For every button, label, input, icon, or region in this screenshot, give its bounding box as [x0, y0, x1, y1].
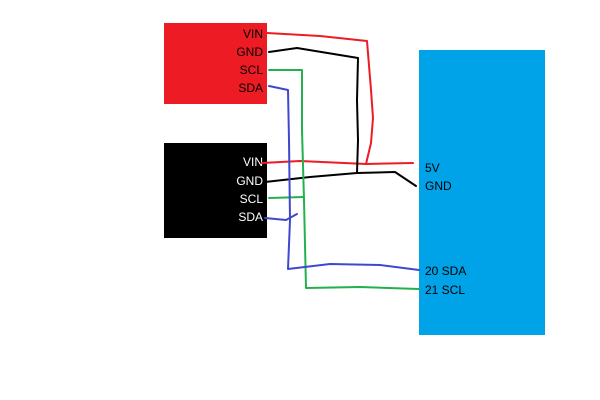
- wire-vin-bottom: [261, 160, 367, 165]
- wire-sda-top: [268, 85, 420, 271]
- sensor-bottom-gnd-label: GND: [236, 174, 263, 188]
- board-scl-label: 21 SCL: [425, 283, 466, 297]
- wire-scl-bottom: [268, 196, 305, 199]
- wire-scl-top: [268, 69, 420, 290]
- board-gnd-label: GND: [425, 179, 452, 193]
- sensor-bottom-sda-label: SDA: [238, 210, 263, 224]
- sensor-top-sda-label: SDA: [238, 81, 263, 95]
- wire-gnd-top: [268, 47, 359, 174]
- sensor-bottom-vin-label: VIN: [242, 155, 263, 169]
- sensor-top-vin-label: VIN: [242, 27, 263, 41]
- sensor-bottom-scl-label: SCL: [239, 192, 263, 206]
- wire-vin-top: [266, 32, 414, 165]
- microcontroller-board: 5V GND 20 SDA 21 SCL: [419, 50, 545, 335]
- sensor-module-bottom: VIN GND SCL SDA: [164, 143, 267, 238]
- wire-sda-bottom: [264, 213, 298, 221]
- board-sda-label: 20 SDA: [425, 264, 467, 278]
- sensor-module-top: VIN GND SCL SDA: [164, 23, 267, 104]
- sensor-top-gnd-label: GND: [236, 45, 263, 59]
- sensor-top-scl-label: SCL: [239, 63, 263, 77]
- board-5v-label: 5V: [425, 161, 440, 175]
- wire-gnd-bottom: [264, 171, 417, 187]
